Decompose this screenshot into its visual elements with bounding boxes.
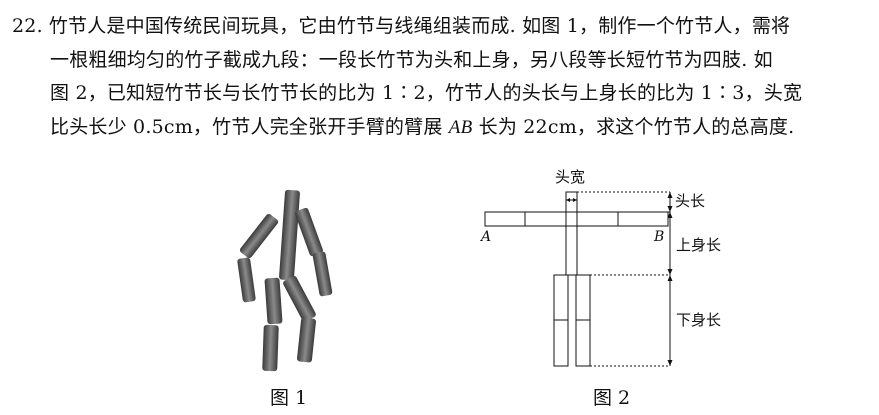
arrow-head-top bbox=[667, 192, 673, 198]
label-point-b: B bbox=[653, 229, 664, 245]
label-lower-body: 下身长 bbox=[676, 311, 721, 329]
bamboo-figure-illustration bbox=[237, 189, 333, 372]
label-head-length: 头长 bbox=[675, 192, 705, 210]
bamboo-left-upper-leg bbox=[264, 277, 283, 325]
arrow-head-width-right bbox=[573, 198, 577, 202]
head-and-upper-body bbox=[565, 191, 578, 276]
question-line-4: 比头长少 0.5cm，竹节人完全张开手臂的臂展 AB 长为 22cm，求这个竹节… bbox=[50, 115, 795, 138]
question-line-3: 图 2，已知短竹节长与长竹节长的比为 1∶2，竹节人的头长与上身长的比为 1∶3… bbox=[50, 82, 803, 104]
bamboo-torso bbox=[279, 189, 300, 281]
arrow-lower-bottom bbox=[667, 360, 673, 366]
bamboo-right-lower-leg bbox=[297, 317, 316, 363]
arrow-head-width-left bbox=[566, 198, 570, 202]
arrow-lower-top bbox=[667, 275, 673, 281]
question-number: 22. bbox=[12, 15, 43, 37]
label-head-width: 头宽 bbox=[555, 168, 585, 186]
bamboo-right-upper-arm bbox=[295, 207, 323, 257]
question-line-1: 22.竹节人是中国传统民间玩具，它由竹节与线绳组装而成. 如图 1，制作一个竹节… bbox=[12, 15, 791, 37]
bamboo-right-lower-arm bbox=[312, 251, 333, 297]
figure-2-caption: 图 2 bbox=[593, 387, 631, 409]
bamboo-left-upper-arm bbox=[239, 213, 279, 259]
bamboo-right-upper-leg bbox=[283, 275, 316, 322]
arrow-upper-top bbox=[667, 212, 673, 218]
segment-ab-label: AB bbox=[448, 116, 473, 138]
bamboo-left-lower-arm bbox=[237, 257, 256, 303]
arrow-upper-bottom bbox=[667, 269, 673, 275]
label-point-a: A bbox=[479, 229, 491, 245]
question-text: 22.竹节人是中国传统民间玩具，它由竹节与线绳组装而成. 如图 1，制作一个竹节… bbox=[12, 10, 872, 144]
bamboo-left-lower-leg bbox=[262, 324, 279, 372]
bamboo-figure-diagram: 头宽 头长 上身长 下身长 A B bbox=[479, 168, 721, 367]
figure-1-caption: 图 1 bbox=[270, 387, 308, 409]
label-upper-body: 上身长 bbox=[676, 236, 721, 254]
arrow-head-bottom-up bbox=[667, 206, 673, 212]
question-line-2: 一根粗细均匀的竹子截成九段：一段长竹节为头和上身，另八段等长短竹节为四肢. 如 bbox=[50, 48, 773, 71]
